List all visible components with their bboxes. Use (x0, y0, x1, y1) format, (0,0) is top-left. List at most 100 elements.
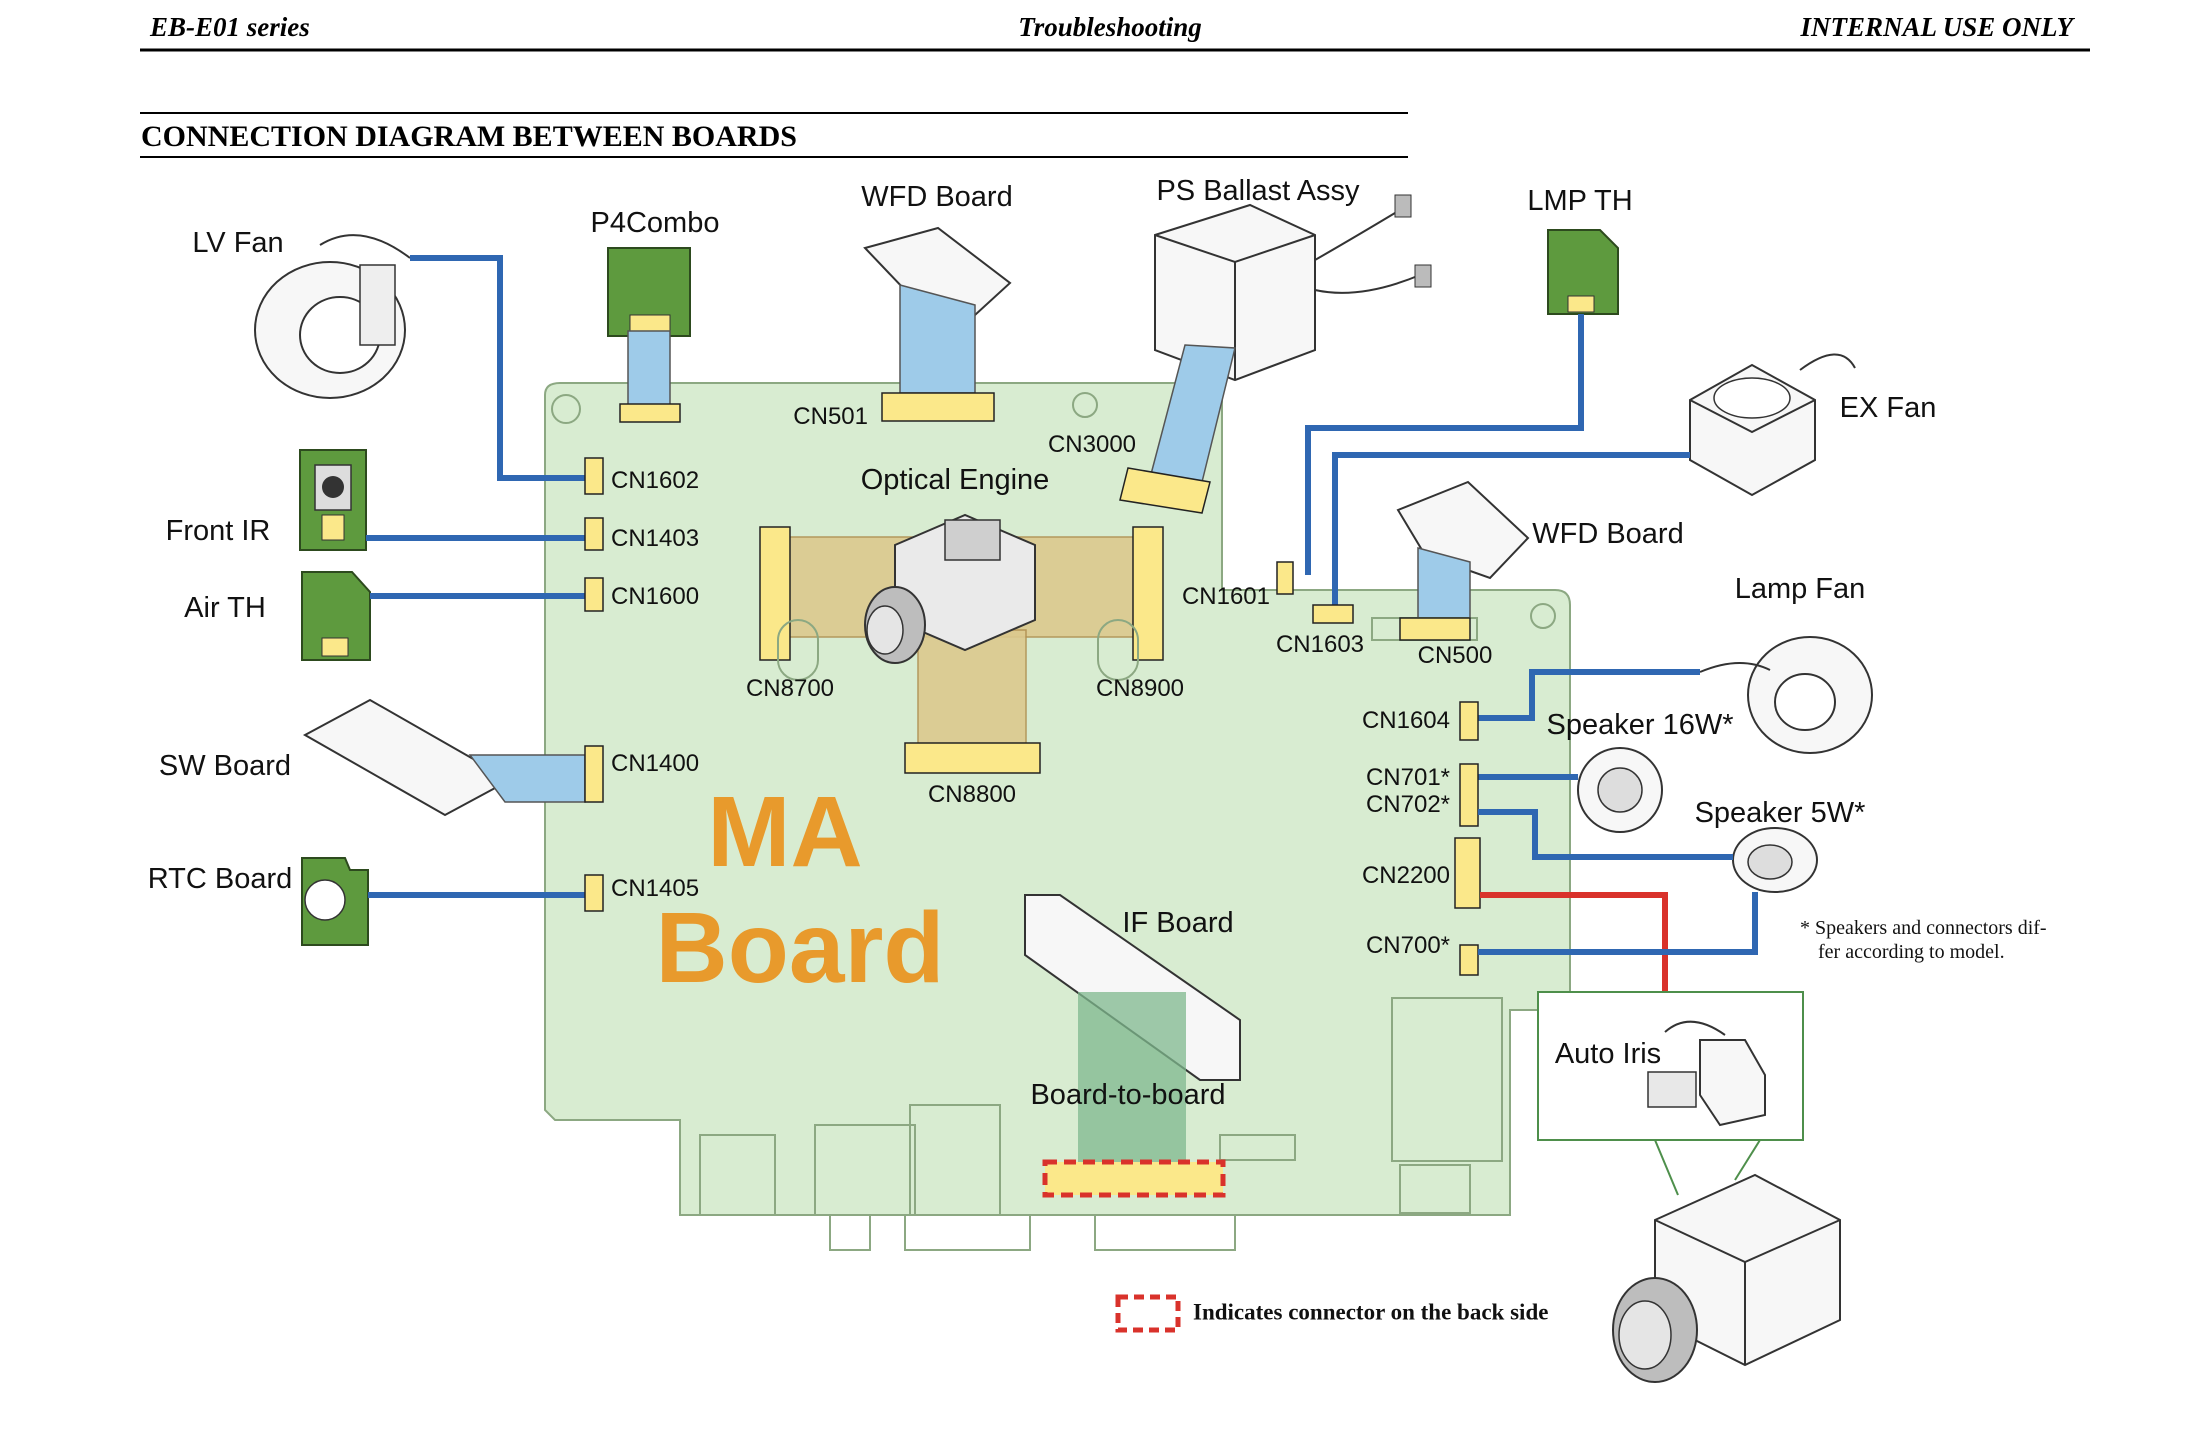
if-board-label: IF Board (1122, 907, 1233, 939)
connector-cn501 (881, 392, 995, 422)
connector-cn1400 (584, 745, 604, 803)
lmp-th-sensor (1567, 295, 1595, 313)
cable-lv-fan (410, 255, 585, 481)
connector-cn1603 (1312, 604, 1354, 624)
lmp-th-label: LMP TH (1527, 185, 1632, 217)
speaker-16w-icon (1577, 747, 1663, 833)
rtc-board-label: RTC Board (148, 863, 293, 895)
wfd-board-right-label: WFD Board (1532, 518, 1683, 550)
section-title: CONNECTION DIAGRAM BETWEEN BOARDS (141, 120, 797, 153)
cn2200-label: CN2200 (1362, 862, 1450, 889)
cable-lmp-th (1305, 314, 1584, 575)
optical-engine-icon (864, 513, 1036, 664)
mount-slot (1097, 619, 1139, 681)
cn700-label: CN700* (1366, 932, 1450, 959)
cn1601-label: CN1601 (1182, 583, 1270, 610)
legend-text: Indicates connector on the back side (1193, 1299, 1548, 1324)
connector-cn1403 (584, 517, 604, 551)
auto-iris-icon (1647, 1020, 1766, 1127)
speaker-16w-label: Speaker 16W* (1547, 709, 1734, 741)
cn1603-label: CN1603 (1276, 631, 1364, 658)
cn501-label: CN501 (793, 403, 868, 430)
footnote-line1: * Speakers and connectors dif- (1800, 917, 2047, 939)
lv-fan-label: LV Fan (192, 227, 283, 259)
cn8800-label: CN8800 (928, 781, 1016, 808)
legend-swatch (1115, 1294, 1181, 1333)
connector-cn500 (1399, 617, 1471, 641)
callout-leader (1654, 1139, 1679, 1196)
cable-auto-iris (1480, 892, 1668, 1032)
connector-cn2200 (1454, 837, 1481, 909)
board-to-board-label: Board-to-board (1030, 1079, 1225, 1111)
optical-engine-detail-icon (1612, 1173, 1841, 1383)
cn702-label: CN702* (1366, 791, 1450, 818)
auto-iris-label: Auto Iris (1555, 1038, 1661, 1070)
connector-cn1604 (1459, 701, 1479, 741)
cable-lamp-fan (1478, 669, 1700, 721)
cable-cn700 (1478, 892, 1758, 955)
wfd-board-top-icon (863, 226, 1012, 317)
connector-cn1602 (584, 457, 604, 495)
wfd-board-top-label: WFD Board (861, 181, 1012, 213)
cn1602-label: CN1602 (611, 467, 699, 494)
rear-ports (699, 997, 1503, 1251)
ma-board-mount-hole (1530, 603, 1556, 629)
cn8700-label: CN8700 (746, 675, 834, 702)
ex-fan-icon (1689, 353, 1856, 497)
air-th-sensor (321, 637, 349, 657)
front-ir-label: Front IR (166, 515, 271, 547)
p4combo-label: P4Combo (591, 207, 720, 239)
board-to-board-area (1078, 992, 1186, 1162)
connector-cn701-cn702 (1459, 763, 1479, 827)
cn3000-label: CN3000 (1048, 431, 1136, 458)
cn701-label: CN701* (1366, 764, 1450, 791)
back-side-connector (1042, 1159, 1226, 1198)
cable-ex-fan (1332, 452, 1690, 607)
front-ir-pins (321, 514, 345, 541)
cn1600-label: CN1600 (611, 583, 699, 610)
ma-board-label: Board (656, 892, 945, 1004)
connector-cn8800 (904, 742, 1041, 774)
mount-slot (777, 619, 819, 681)
ma-board-label: MA (707, 776, 863, 888)
cn1405-label: CN1405 (611, 875, 699, 902)
cable-speaker-5w (1478, 809, 1733, 860)
rtc-battery (304, 879, 346, 921)
ma-board-mount-hole (551, 394, 581, 424)
cn1403-label: CN1403 (611, 525, 699, 552)
ps-ballast-icon (1154, 194, 1432, 382)
optical-engine-label: Optical Engine (861, 464, 1050, 496)
lmp-th-board (1547, 229, 1619, 315)
connector-cn8700 (759, 526, 791, 661)
speaker-5w-label: Speaker 5W* (1695, 797, 1866, 829)
connector-cn1601 (1276, 561, 1294, 595)
cn8900-label: CN8900 (1096, 675, 1184, 702)
footnote-line2: fer according to model. (1818, 941, 2005, 963)
cn1604-label: CN1604 (1362, 707, 1450, 734)
flat-cable-p4combo (627, 330, 671, 407)
callout-leader (1734, 1139, 1761, 1181)
speaker-5w-icon (1732, 827, 1818, 893)
connector-cn1405 (584, 874, 604, 912)
lamp-fan-label: Lamp Fan (1735, 573, 1866, 605)
header-section: Troubleshooting (1018, 12, 1202, 42)
front-ir-lens (322, 476, 344, 498)
connector-cn1600 (584, 577, 604, 612)
air-th-board (301, 571, 371, 661)
cn1400-label: CN1400 (611, 750, 699, 777)
lv-fan-icon (254, 234, 411, 399)
header-classification: INTERNAL USE ONLY (1799, 12, 2075, 42)
header-series: EB-E01 series (149, 12, 310, 42)
ps-ballast-label: PS Ballast Assy (1156, 175, 1360, 207)
ex-fan-label: EX Fan (1840, 392, 1937, 424)
flat-cable-sw (468, 754, 586, 803)
connector-cn700 (1459, 944, 1479, 976)
cn500-label: CN500 (1418, 642, 1493, 669)
ma-board-mount-hole (1072, 392, 1098, 418)
if-board-icon (1024, 894, 1241, 1081)
air-th-label: Air TH (184, 592, 266, 624)
lamp-fan-icon (1699, 636, 1873, 754)
sw-board-label: SW Board (159, 750, 291, 782)
p4combo-connector (629, 314, 671, 332)
